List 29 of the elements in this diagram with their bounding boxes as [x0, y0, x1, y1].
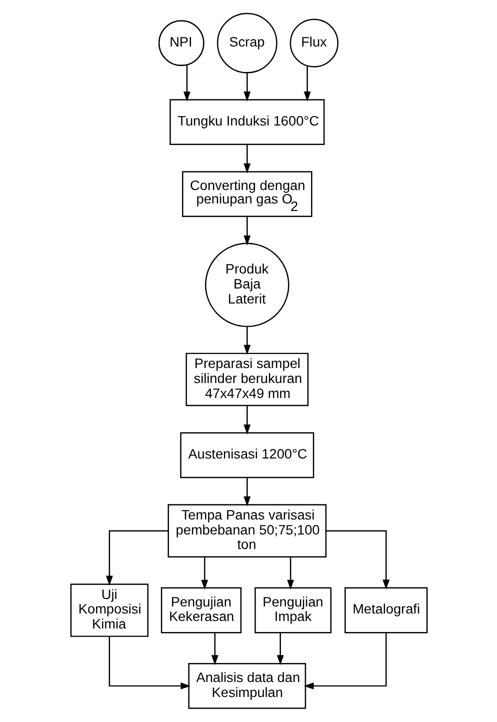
arrow — [210, 632, 218, 666]
arrow — [182, 65, 190, 102]
node-box: Tempa Panas varisasi pembebanan 50;75;100 ton — [167, 504, 326, 558]
arrow — [286, 557, 294, 590]
node-circle: Flux — [289, 18, 338, 68]
arrow — [303, 632, 386, 690]
arrow — [243, 406, 250, 434]
arrow — [200, 557, 208, 590]
arrow — [243, 72, 250, 102]
node-circle: Produk Baja Laterit — [204, 242, 289, 328]
node-box: Austenisasi 1200°C — [180, 432, 314, 478]
node-box: Metalografi — [344, 587, 428, 634]
node-circle: Scrap — [216, 12, 277, 74]
node-box: Tungku Induksi 1600°C — [169, 99, 324, 146]
arrow — [243, 216, 250, 246]
arrow — [105, 530, 168, 586]
arrow — [243, 144, 250, 174]
arrow — [243, 478, 250, 506]
node-box: Uji Komposisi Kimia — [70, 584, 148, 637]
node-circle: NPI — [158, 20, 204, 66]
node-box: Pengujian Kekerasan — [160, 587, 242, 634]
node-box: Analisis data dan Kesimpulan — [188, 663, 306, 709]
arrow — [108, 636, 190, 690]
arrow — [243, 326, 250, 355]
arrow — [276, 632, 284, 666]
arrow — [303, 66, 310, 102]
node-box: Preparasi sampel silinder berukuran 47x47x49 mm — [185, 352, 308, 406]
arrow — [325, 530, 390, 590]
node-box: Pengujian Impak — [254, 587, 331, 634]
